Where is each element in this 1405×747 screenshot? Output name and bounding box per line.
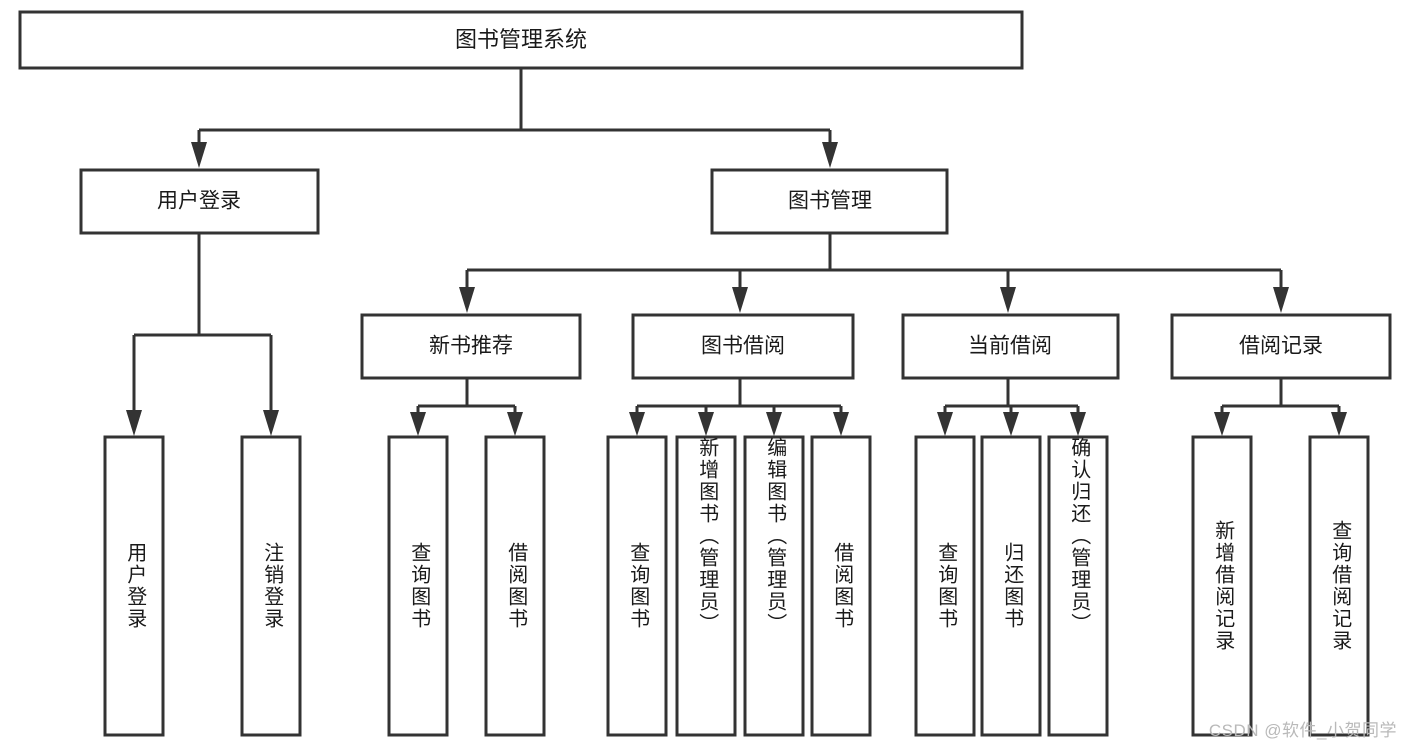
arrowhead-book-manage (822, 142, 838, 168)
node-book-manage-label: 图书管理 (788, 190, 872, 213)
arrowhead-leaf-add-book-admin (698, 412, 714, 436)
leaf-box-query-book-1[interactable] (387, 435, 449, 737)
node-book-borrow[interactable]: 图书借阅 (631, 313, 855, 380)
node-borrow-record-label: 借阅记录 (1239, 335, 1323, 358)
node-new-book-recommend-label: 新书推荐 (429, 335, 513, 358)
leaf-box-add-borrow-record[interactable] (1191, 435, 1253, 737)
node-book-manage-box[interactable] (710, 168, 949, 235)
node-current-borrow-box[interactable] (901, 313, 1120, 380)
arrowhead-user-login (191, 142, 207, 168)
node-book-borrow-label: 图书借阅 (701, 335, 785, 358)
arrowhead-leaf-borrow-book-1 (507, 412, 523, 436)
arrowhead-leaf-logout-login (263, 410, 279, 436)
leaf-box-user-login[interactable] (103, 435, 165, 737)
arrowhead-leaf-query-book-2 (629, 412, 645, 436)
leaf-box-return-book[interactable] (980, 435, 1042, 737)
node-root-box[interactable] (18, 10, 1024, 70)
leaf-box-logout-login[interactable] (240, 435, 302, 737)
node-user-login-label: 用户登录 (157, 190, 241, 213)
leaf-box-add-book-admin[interactable] (675, 435, 737, 737)
node-new-book-recommend-box[interactable] (360, 313, 582, 380)
leaf-box-confirm-return-admin[interactable] (1047, 435, 1109, 737)
node-user-login[interactable]: 用户登录 (79, 168, 320, 235)
arrowhead-leaf-edit-book-admin (766, 412, 782, 436)
leaf-box-edit-book-admin[interactable] (743, 435, 805, 737)
arrowhead-leaf-query-book-3 (937, 412, 953, 436)
watermark-text: CSDN @软件_小贺同学 (1208, 721, 1397, 740)
arrowhead-leaf-add-borrow-record (1214, 412, 1230, 436)
node-borrow-record-box[interactable] (1170, 313, 1392, 380)
arrowhead-borrow-record (1273, 287, 1289, 313)
node-current-borrow[interactable]: 当前借阅 (901, 313, 1120, 380)
arrowhead-current-borrow (1000, 287, 1016, 313)
arrowhead-leaf-user-login (126, 410, 142, 436)
node-book-borrow-box[interactable] (631, 313, 855, 380)
node-root-label: 图书管理系统 (455, 27, 587, 52)
leaf-box-query-book-2[interactable] (606, 435, 668, 737)
arrowhead-new-book-recommend (459, 287, 475, 313)
arrowhead-leaf-query-book-1 (410, 412, 426, 436)
node-new-book-recommend[interactable]: 新书推荐 (360, 313, 582, 380)
arrowhead-leaf-borrow-book-2 (833, 412, 849, 436)
node-current-borrow-label: 当前借阅 (968, 335, 1052, 358)
leaf-box-query-borrow-record[interactable] (1308, 435, 1370, 737)
node-book-manage[interactable]: 图书管理 (710, 168, 949, 235)
node-user-login-box[interactable] (79, 168, 320, 235)
arrowhead-book-borrow (732, 287, 748, 313)
arrowhead-leaf-query-borrow-record (1331, 412, 1347, 436)
leaf-box-borrow-book-1[interactable] (484, 435, 546, 737)
leaf-box-borrow-book-2[interactable] (810, 435, 872, 737)
node-root[interactable]: 图书管理系统 (18, 10, 1024, 70)
arrowhead-leaf-confirm-return-admin (1070, 412, 1086, 436)
leaf-box-query-book-3[interactable] (914, 435, 976, 737)
arrowhead-leaf-return-book (1003, 412, 1019, 436)
node-borrow-record[interactable]: 借阅记录 (1170, 313, 1392, 380)
